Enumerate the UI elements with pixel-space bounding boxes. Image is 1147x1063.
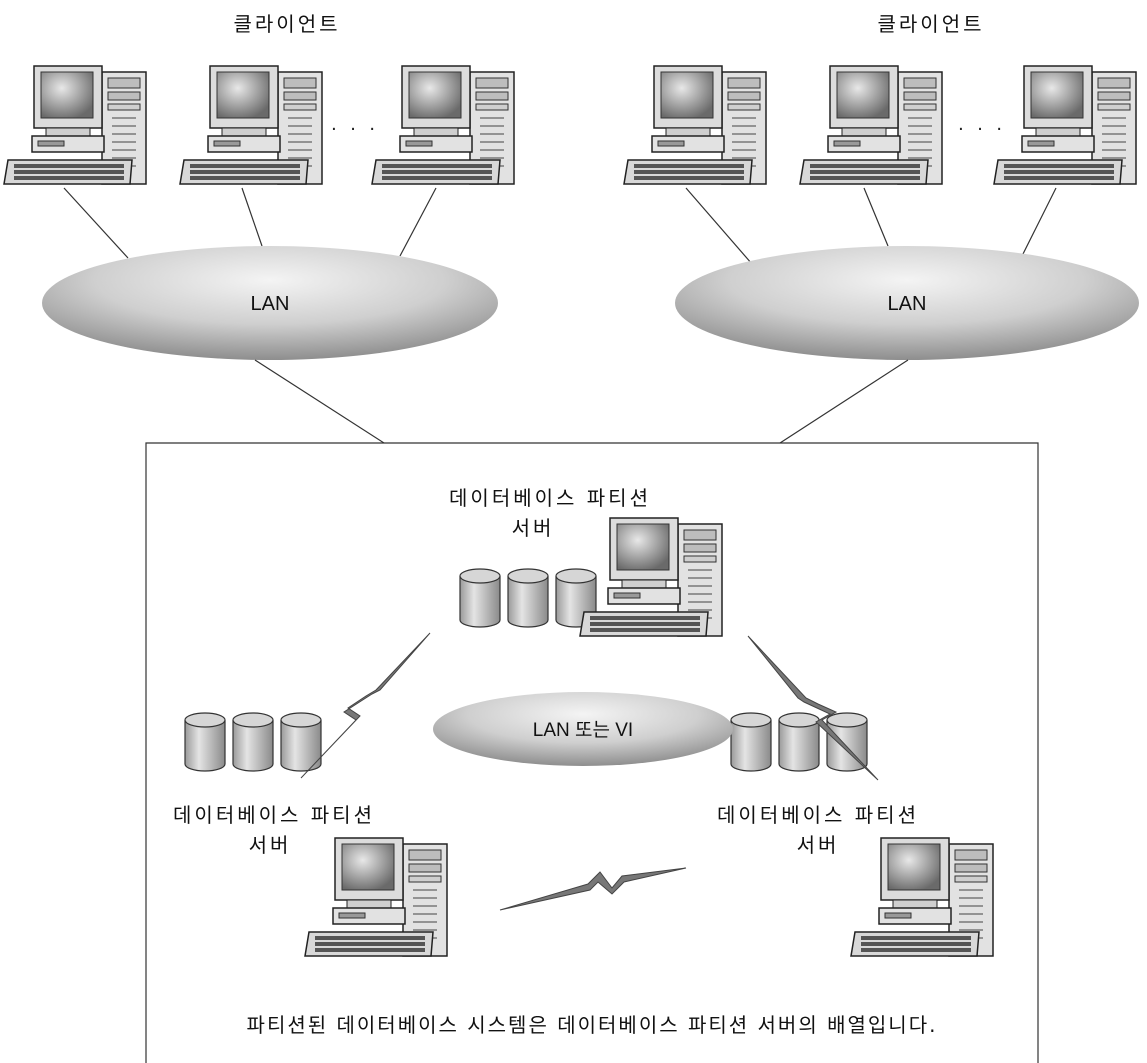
client-computer-icon <box>3 65 147 185</box>
client-link-line <box>399 187 437 257</box>
client-link-line <box>63 187 129 259</box>
client-link-line <box>685 187 753 265</box>
clients-right-ellipsis: . . . <box>958 113 1006 135</box>
server-computer-icon <box>304 837 448 957</box>
clients-left-label: 클라이언트 <box>233 12 341 36</box>
lan-left-ellipse <box>42 246 498 360</box>
interconnect-label: LAN 또는 VI <box>533 720 633 741</box>
server-computer-icon <box>850 837 994 957</box>
client-computer-icon <box>179 65 323 185</box>
lan-left-label: LAN <box>251 293 290 315</box>
disk-cylinder-icon <box>184 712 226 772</box>
server-computer-icon <box>579 517 723 637</box>
server-right-label-line1: 데이터베이스 파티션 <box>717 803 919 827</box>
disk-cylinder-icon <box>459 568 501 628</box>
server-top-label-line1: 데이터베이스 파티션 <box>449 486 651 510</box>
client-computer-icon <box>993 65 1137 185</box>
client-computer-icon <box>799 65 943 185</box>
lan-right-label: LAN <box>888 293 927 315</box>
clients-left-ellipsis: . . . <box>331 113 379 135</box>
clients-right-label: 클라이언트 <box>877 12 985 36</box>
interconnect-ellipse <box>433 692 733 766</box>
cluster-box <box>145 442 1039 1063</box>
server-top-label-line2: 서버 <box>511 516 555 540</box>
client-link-line <box>1021 187 1057 257</box>
disk-cylinder-icon <box>280 712 322 772</box>
disk-cylinder-icon <box>778 712 820 772</box>
client-link-line <box>241 187 263 247</box>
server-left-label-line2: 서버 <box>248 833 292 857</box>
server-right-label-line2: 서버 <box>796 833 840 857</box>
client-computer-icon <box>623 65 767 185</box>
client-link-line <box>863 187 889 247</box>
cluster-caption: 파티션된 데이터베이스 시스템은 데이터베이스 파티션 서버의 배열입니다. <box>246 1013 938 1037</box>
lan-cluster-line <box>254 359 385 444</box>
lightning-link-icon <box>499 867 687 911</box>
disk-cylinder-icon <box>730 712 772 772</box>
lan-right-ellipse <box>675 246 1139 360</box>
lan-cluster-line <box>779 359 909 444</box>
server-left-label-line1: 데이터베이스 파티션 <box>173 803 375 827</box>
lightning-link-icon <box>300 632 431 779</box>
client-computer-icon <box>371 65 515 185</box>
disk-cylinder-icon <box>507 568 549 628</box>
lightning-link-icon <box>747 635 879 781</box>
disk-cylinder-icon <box>232 712 274 772</box>
